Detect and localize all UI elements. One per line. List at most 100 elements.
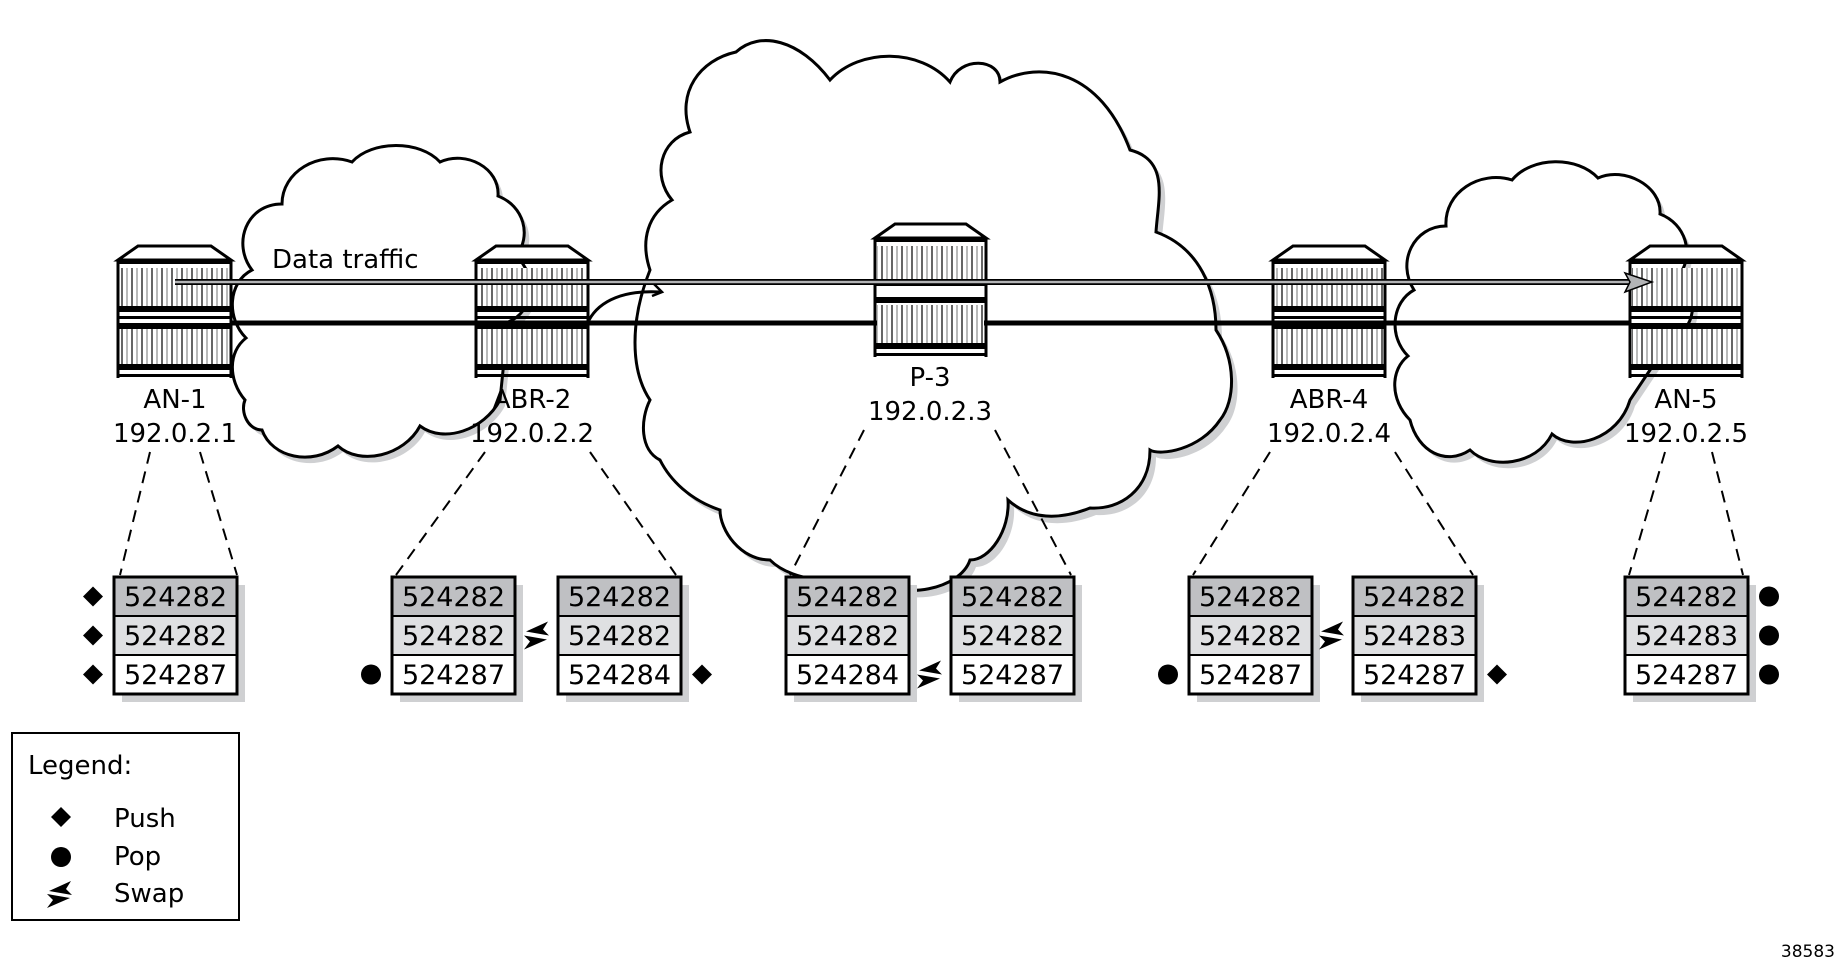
- dashed-callout-line: [1394, 451, 1474, 576]
- stack-label-value: 524282: [124, 582, 227, 613]
- pop-circle-icon: [51, 847, 71, 867]
- stack-label-value: 524282: [402, 582, 505, 613]
- stack-row: [113, 576, 238, 617]
- dashed-callout-line: [994, 429, 1072, 576]
- router-band: [1630, 260, 1742, 264]
- push-diamond-icon: [692, 664, 712, 685]
- pop-circle-icon: [1759, 625, 1779, 646]
- dashed-callout-line: [589, 451, 677, 576]
- router-band: [875, 353, 986, 356]
- stack-label-value: 524282: [124, 621, 227, 652]
- stack-row: [557, 615, 682, 656]
- push-diamond-icon: [51, 807, 71, 827]
- router-band: [476, 260, 588, 264]
- router-band: [118, 316, 231, 319]
- router-roof: [471, 244, 593, 262]
- stack-row: [785, 654, 910, 695]
- legend-label-push: Push: [114, 804, 176, 834]
- push-diamond-icon: [1487, 664, 1507, 685]
- stack-row: [1624, 615, 1749, 656]
- stack-label-value: 524287: [1199, 660, 1302, 691]
- swap-arrows-icon: [1319, 621, 1344, 650]
- router-band: [875, 238, 986, 242]
- router-band: [875, 297, 986, 303]
- routers-layer: [113, 222, 1747, 378]
- router-band: [1630, 316, 1742, 319]
- label-stacks: 5242825242825242875242825242825242875242…: [83, 575, 1779, 702]
- data-traffic-label: Data traffic: [272, 245, 419, 275]
- router-band: [875, 343, 986, 349]
- router-band: [1273, 374, 1385, 377]
- swap-arrows-icon: [524, 621, 549, 650]
- stack-label-value: 524282: [796, 582, 899, 613]
- router-vent-upper: [1632, 268, 1740, 306]
- router-band: [476, 374, 588, 377]
- stack-row: [1352, 576, 1477, 617]
- stack-label-value: 524284: [568, 660, 671, 691]
- router-vent-lower: [877, 305, 984, 343]
- router-name-an5: AN-5: [1654, 385, 1717, 415]
- stack-border: [1351, 575, 1478, 696]
- legend-title: Legend:: [28, 751, 132, 781]
- router-ip-abr2: 192.0.2.2: [470, 419, 594, 449]
- stack-border: [1623, 575, 1750, 696]
- stack-label-value: 524282: [1635, 582, 1738, 613]
- router-name-abr4: ABR-4: [1290, 385, 1369, 415]
- router-band: [476, 316, 588, 319]
- swap-arrows-icon: [917, 660, 942, 689]
- router-band: [1273, 260, 1385, 264]
- curved-link-arrow: [587, 290, 661, 321]
- pop-circle-icon: [1158, 664, 1178, 685]
- router-vent-lower: [478, 329, 586, 365]
- router-band: [1273, 323, 1385, 329]
- router-ip-abr4: 192.0.2.4: [1267, 419, 1391, 449]
- router-band: [118, 323, 231, 329]
- stack-row: [391, 615, 516, 656]
- router-band: [476, 323, 588, 329]
- pop-circle-icon: [361, 664, 381, 685]
- stack-label-value: 524287: [1363, 660, 1466, 691]
- stack-border: [949, 575, 1076, 696]
- router-roof: [870, 222, 991, 240]
- router-an5[interactable]: [1625, 244, 1747, 378]
- router-roof: [113, 244, 236, 262]
- router-band: [1273, 364, 1385, 370]
- stack-label-value: 524282: [1363, 582, 1466, 613]
- router-ip-p3: 192.0.2.3: [868, 397, 992, 427]
- stack-label-value: 524282: [1199, 621, 1302, 652]
- legend-label-pop: Pop: [114, 842, 161, 872]
- stack-border: [390, 575, 517, 696]
- router-band: [118, 364, 231, 370]
- router-band: [118, 374, 231, 377]
- stack-label-value: 524282: [568, 621, 671, 652]
- figure-number: 38583: [1781, 942, 1835, 962]
- legend-box: [11, 732, 240, 921]
- dashed-callout-line: [199, 451, 238, 576]
- router-abr4[interactable]: [1268, 244, 1390, 378]
- router-band: [476, 364, 588, 370]
- router-an1[interactable]: [113, 244, 236, 378]
- push-diamond-icon: [83, 586, 103, 607]
- router-vent-upper: [877, 246, 984, 282]
- legend-label-swap: Swap: [114, 879, 184, 909]
- router-band: [118, 306, 231, 312]
- stack-label-value: 524287: [1635, 660, 1738, 691]
- pop-circle-icon: [1759, 586, 1779, 607]
- cloud-right: [1393, 160, 1698, 469]
- router-band: [1273, 316, 1385, 319]
- stack-label-value: 524282: [961, 582, 1064, 613]
- stack-label-value: 524284: [796, 660, 899, 691]
- router-name-p3: P-3: [909, 363, 950, 393]
- dashed-callout-line: [1628, 451, 1666, 576]
- router-band: [476, 306, 588, 312]
- router-abr2[interactable]: [471, 244, 593, 378]
- stack-border: [1187, 575, 1314, 696]
